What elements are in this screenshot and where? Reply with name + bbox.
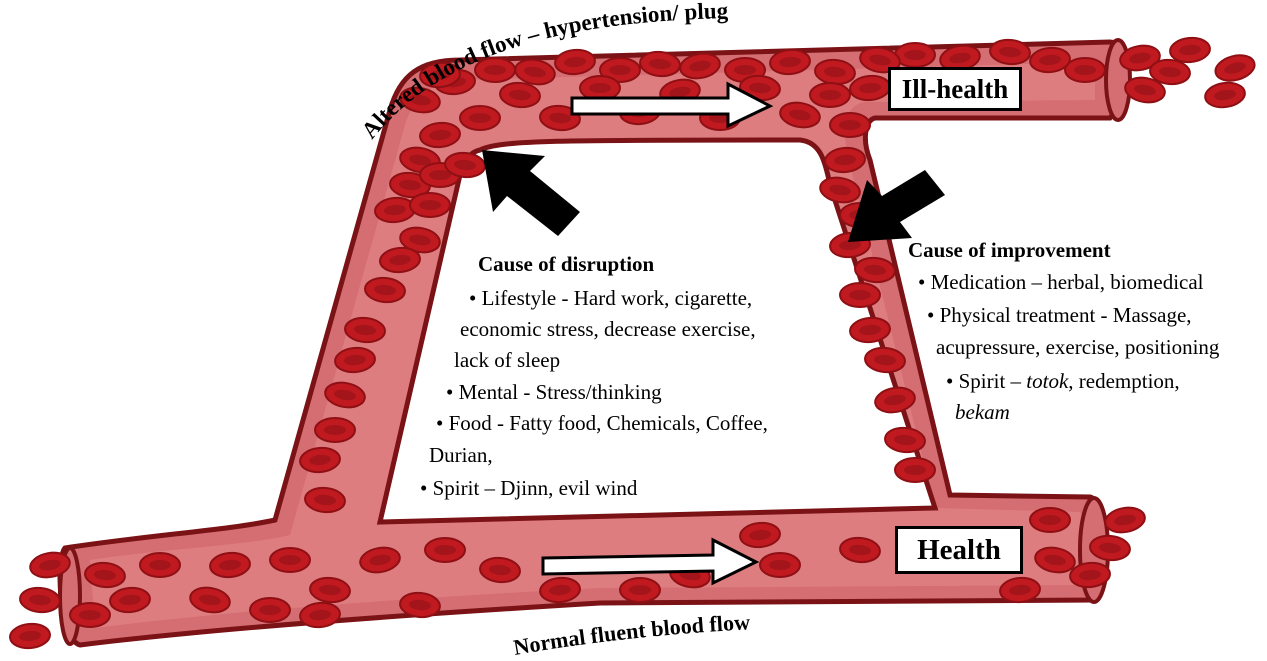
blood-cell [140, 553, 180, 577]
disruption-heading: Cause of disruption [478, 254, 654, 275]
health-box: Health [895, 526, 1023, 574]
improvement-line: • Physical treatment - Massage, [927, 305, 1192, 326]
blood-cell [895, 43, 935, 67]
improvement-term-bekam: bekam [955, 402, 1010, 423]
disruption-line: • Spirit – Djinn, evil wind [420, 478, 637, 499]
blood-cell [250, 598, 290, 622]
blood-cell [760, 553, 800, 577]
normal-flow-label: Normal fluent blood flow [512, 609, 751, 660]
blood-cell [1169, 36, 1211, 63]
blood-cell [315, 418, 355, 442]
blood-cell [620, 578, 660, 602]
blood-cell [895, 458, 935, 482]
health-label: Health [917, 534, 1001, 566]
blood-cell [425, 538, 465, 562]
disruption-line: Durian, [429, 445, 493, 466]
blood-cell [840, 283, 880, 307]
blood-cell [1213, 51, 1258, 85]
improvement-spirit-prefix: • Spirit – [946, 369, 1026, 393]
blood-cell [1030, 508, 1070, 532]
improvement-spirit-mid: , redemption, [1068, 369, 1179, 393]
blood-cell [830, 113, 870, 137]
disruption-line: lack of sleep [454, 350, 560, 371]
blood-cell [1103, 505, 1147, 536]
improvement-line: • Medication – herbal, biomedical [918, 272, 1204, 293]
improvement-spirit-line: • Spirit – totok, redemption, [946, 371, 1180, 392]
blood-cell [460, 106, 500, 130]
blood-cell [410, 193, 450, 217]
disruption-line: • Lifestyle - Hard work, cigarette, [469, 288, 752, 309]
blood-cell [70, 603, 110, 627]
blood-cell [9, 622, 51, 649]
improvement-term-totok: totok [1026, 369, 1068, 393]
ill-health-label: Ill-health [902, 74, 1009, 104]
blood-cell [1065, 58, 1105, 82]
disruption-line: • Mental - Stress/thinking [446, 382, 662, 403]
blood-cell [580, 76, 620, 100]
disruption-line: • Food - Fatty food, Chemicals, Coffee, [436, 413, 768, 434]
blood-cell [810, 83, 850, 107]
improvement-heading: Cause of improvement [908, 240, 1111, 261]
blood-cell [19, 586, 61, 613]
blood-cell [1204, 80, 1247, 109]
disruption-line: economic stress, decrease exercise, [460, 319, 756, 340]
improvement-line: acupressure, exercise, positioning [936, 337, 1219, 358]
ill-health-box: Ill-health [888, 67, 1022, 111]
blood-cell [270, 548, 310, 572]
